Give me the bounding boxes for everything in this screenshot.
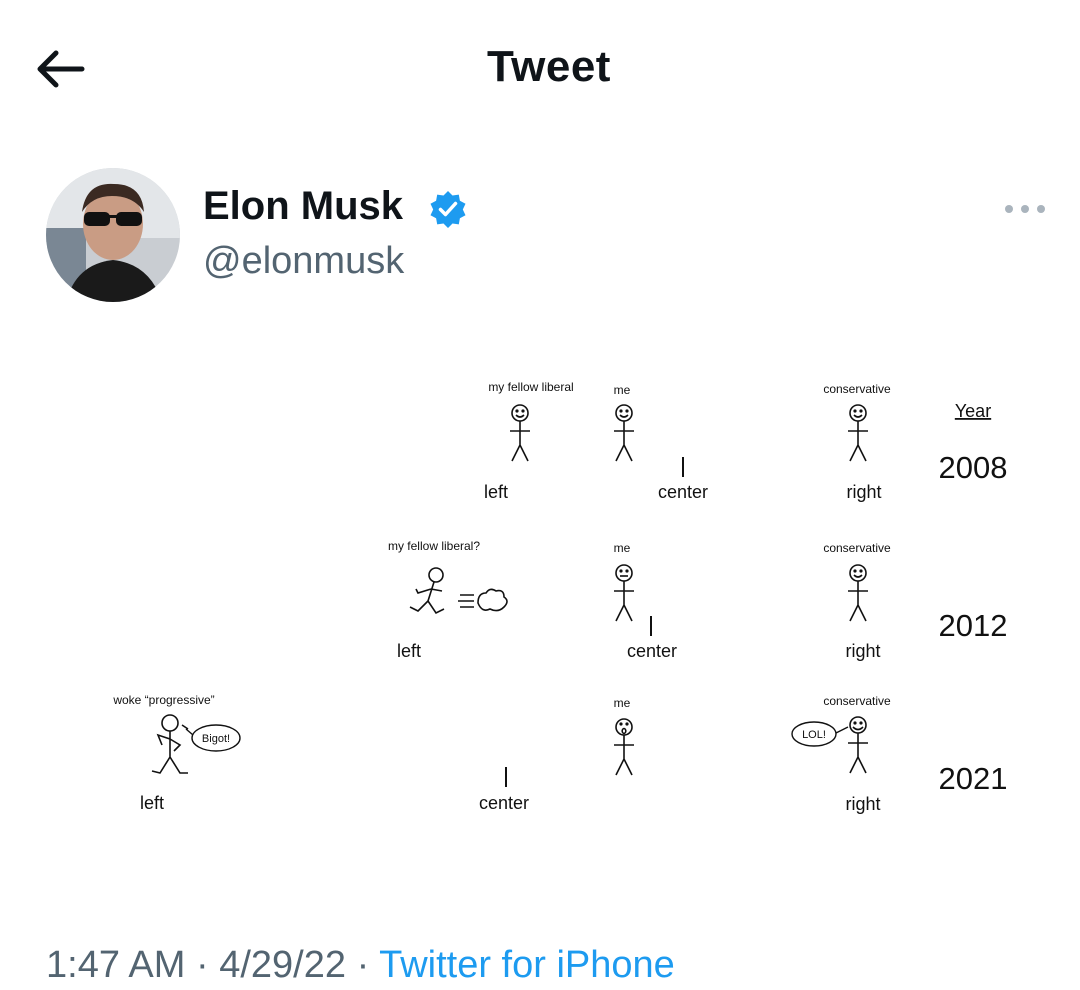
running-stick-figure-2012 [409, 567, 445, 615]
author-handle[interactable]: @elonmusk [203, 240, 405, 282]
year-2021: 2021 [939, 761, 1008, 796]
year-heading: Year [955, 401, 991, 421]
label-me-2012: me [614, 541, 631, 555]
label-conservative-2021: conservative [823, 694, 891, 708]
speech-bubble-bigot: Bigot! [185, 724, 241, 752]
more-horizontal-icon [1005, 205, 1045, 213]
speech-bubble-lol: LOL! [791, 721, 849, 747]
label-liberal-2008: my fellow liberal [488, 380, 573, 394]
axis-center-2012: center [627, 641, 677, 661]
label-conservative-2008: conservative [823, 382, 891, 396]
meta-separator: · [195, 944, 209, 986]
axis-left-2012: left [397, 641, 421, 661]
axis-left-2008: left [484, 482, 508, 502]
label-liberal-2012: my fellow liberal? [388, 539, 480, 553]
year-2008: 2008 [939, 450, 1008, 485]
axis-right-2021: right [845, 794, 880, 814]
label-liberal-2021: woke “progressive” [112, 693, 214, 707]
axis-right-2012: right [845, 641, 880, 661]
label-conservative-2012: conservative [823, 541, 891, 555]
speed-lines-icon [458, 588, 508, 612]
more-options-button[interactable] [1000, 196, 1050, 222]
axis-center-2021: center [479, 793, 529, 813]
stick-figure-me-2008 [614, 404, 634, 462]
author-display-name[interactable]: Elon Musk [203, 184, 404, 228]
tweet-image[interactable]: Year my fellow liberal me conservative l… [100, 365, 1040, 835]
meta-separator: · [356, 944, 370, 986]
tweet-date[interactable]: 4/29/22 [219, 944, 346, 986]
stick-figure-me-2021 [614, 718, 634, 776]
tweet-time[interactable]: 1:47 AM [46, 944, 186, 986]
arrow-left-icon [37, 50, 85, 88]
label-me-2008: me [614, 383, 631, 397]
woke-stick-figure-2021 [151, 714, 189, 774]
page-title: Tweet [487, 42, 611, 91]
speech-text-lol: LOL! [802, 729, 826, 741]
label-me-2021: me [614, 696, 631, 710]
axis-right-2008: right [846, 482, 881, 502]
spectrum-comic: Year my fellow liberal me conservative l… [112, 380, 1008, 814]
speech-text-bigot: Bigot! [202, 733, 230, 745]
stick-figure-me-2012 [614, 564, 634, 622]
avatar-photo [46, 168, 180, 302]
year-2012: 2012 [939, 608, 1008, 643]
stick-figure-conservative-2008 [848, 404, 868, 462]
stick-figure-conservative-2021 [848, 716, 868, 774]
stick-figure-conservative-2012 [848, 564, 868, 622]
axis-left-2021: left [140, 793, 164, 813]
verified-badge-icon [428, 189, 468, 229]
tweet-source-link[interactable]: Twitter for iPhone [379, 944, 675, 986]
axis-center-2008: center [658, 482, 708, 502]
stick-figure-liberal-2008 [510, 404, 530, 462]
avatar[interactable] [46, 168, 180, 302]
tweet-meta: 1:47 AM · 4/29/22 · Twitter for iPhone [46, 944, 675, 987]
back-button[interactable] [30, 44, 90, 94]
